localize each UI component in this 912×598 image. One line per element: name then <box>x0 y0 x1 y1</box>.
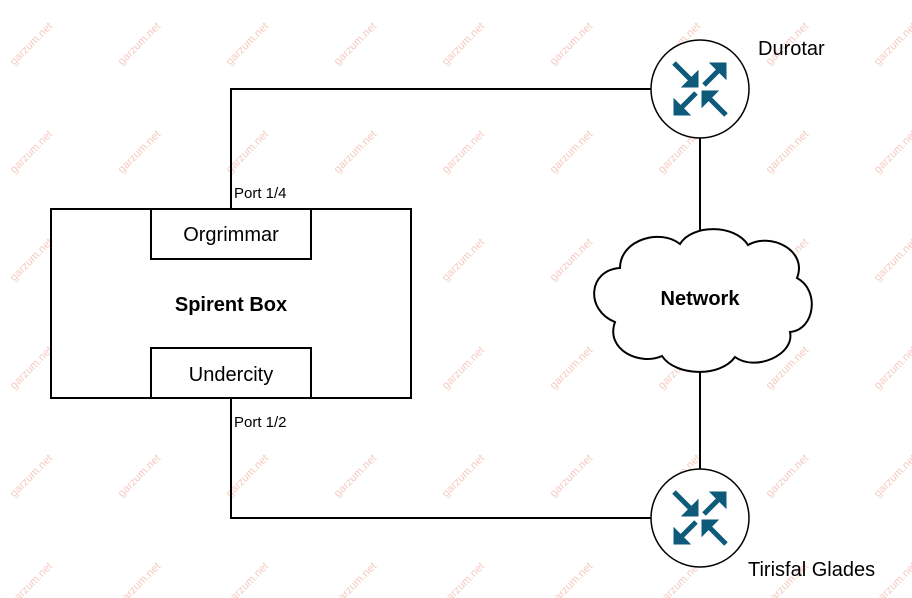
port-undercity-name: Undercity <box>189 364 273 386</box>
router-icon <box>650 468 750 568</box>
link-undercity-tirisfal <box>230 398 652 519</box>
port-label-top: Port 1/4 <box>234 185 287 202</box>
router-durotar-label: Durotar <box>758 38 825 60</box>
cloud-shape <box>593 228 813 373</box>
router-durotar <box>650 39 750 139</box>
router-arrows-icon <box>672 61 728 117</box>
port-orgrimmar-name: Orgrimmar <box>183 224 279 246</box>
network-cloud: Network <box>593 228 813 373</box>
spirent-box-title: Spirent Box <box>175 294 287 316</box>
network-label: Network <box>661 288 741 310</box>
router-tirisfal-glades <box>650 468 750 568</box>
port-label-bottom: Port 1/2 <box>234 414 287 431</box>
router-tirisfal-glades-label: Tirisfal Glades <box>748 559 875 581</box>
link-orgrimmar-durotar <box>230 88 652 209</box>
router-arrows-icon <box>672 490 728 546</box>
port-orgrimmar-box <box>150 208 312 260</box>
port-undercity-box <box>150 347 312 399</box>
router-icon <box>650 39 750 139</box>
